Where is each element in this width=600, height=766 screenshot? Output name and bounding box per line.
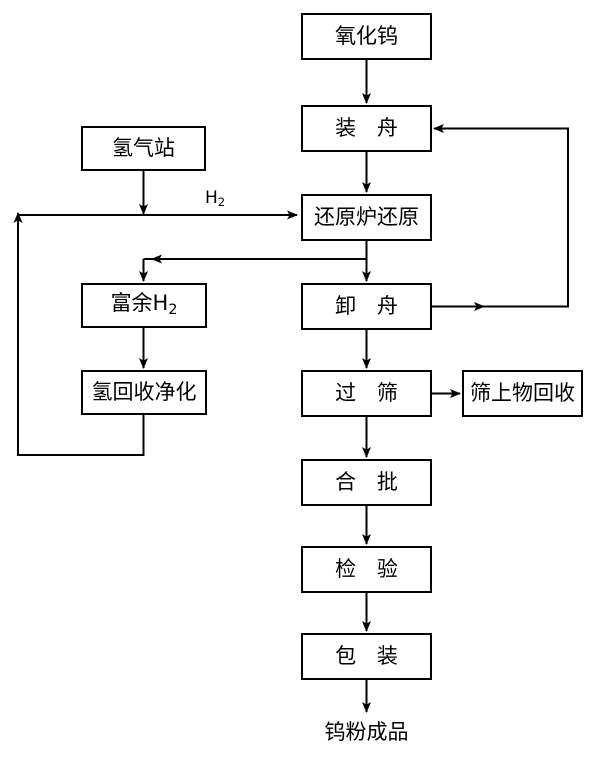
finished-product-text: 钨粉成品 [324,719,409,744]
node-tungsten-oxide[interactable]: 氧化钨 [301,13,432,60]
node-inspection-label: 检 验 [335,557,405,581]
node-tungsten-oxide-label: 氧化钨 [335,24,398,48]
node-unload-boat[interactable]: 卸 舟 [301,283,432,330]
edge-label-h2-text: H2 [205,188,226,210]
node-load-boat-label: 装 舟 [335,116,405,140]
node-sieving[interactable]: 过 筛 [301,370,432,417]
edge-label-h2: H2 [205,190,225,209]
node-reduction-furnace-label: 还原炉还原 [314,205,419,229]
edge-hydrogen-recovery-recycle [17,224,145,456]
edge-unload-boat-to-load-boat-recycle [432,127,569,308]
node-batch-blending[interactable]: 合 批 [301,459,432,506]
node-sieving-label: 过 筛 [335,381,405,405]
node-unload-boat-label: 卸 舟 [335,294,405,318]
node-surplus-hydrogen[interactable]: 富余H2 [81,283,207,328]
node-hydrogen-station[interactable]: 氢气站 [81,126,206,171]
node-hydrogen-recovery[interactable]: 氢回收净化 [81,370,207,415]
node-reduction-furnace[interactable]: 还原炉还原 [301,194,432,241]
node-packaging-label: 包 装 [335,644,405,668]
node-hydrogen-station-label: 氢气站 [112,136,175,160]
node-load-boat[interactable]: 装 舟 [301,105,432,152]
node-oversize-recovery-label: 筛上物回收 [470,381,575,405]
node-oversize-recovery[interactable]: 筛上物回收 [462,370,583,417]
node-packaging[interactable]: 包 装 [301,633,432,680]
node-batch-blending-label: 合 批 [335,470,405,494]
node-surplus-hydrogen-label: 富余H2 [110,291,178,319]
label-finished-tungsten-powder: 钨粉成品 [301,718,432,746]
node-hydrogen-recovery-label: 氢回收净化 [91,380,197,404]
node-inspection[interactable]: 检 验 [301,546,432,593]
